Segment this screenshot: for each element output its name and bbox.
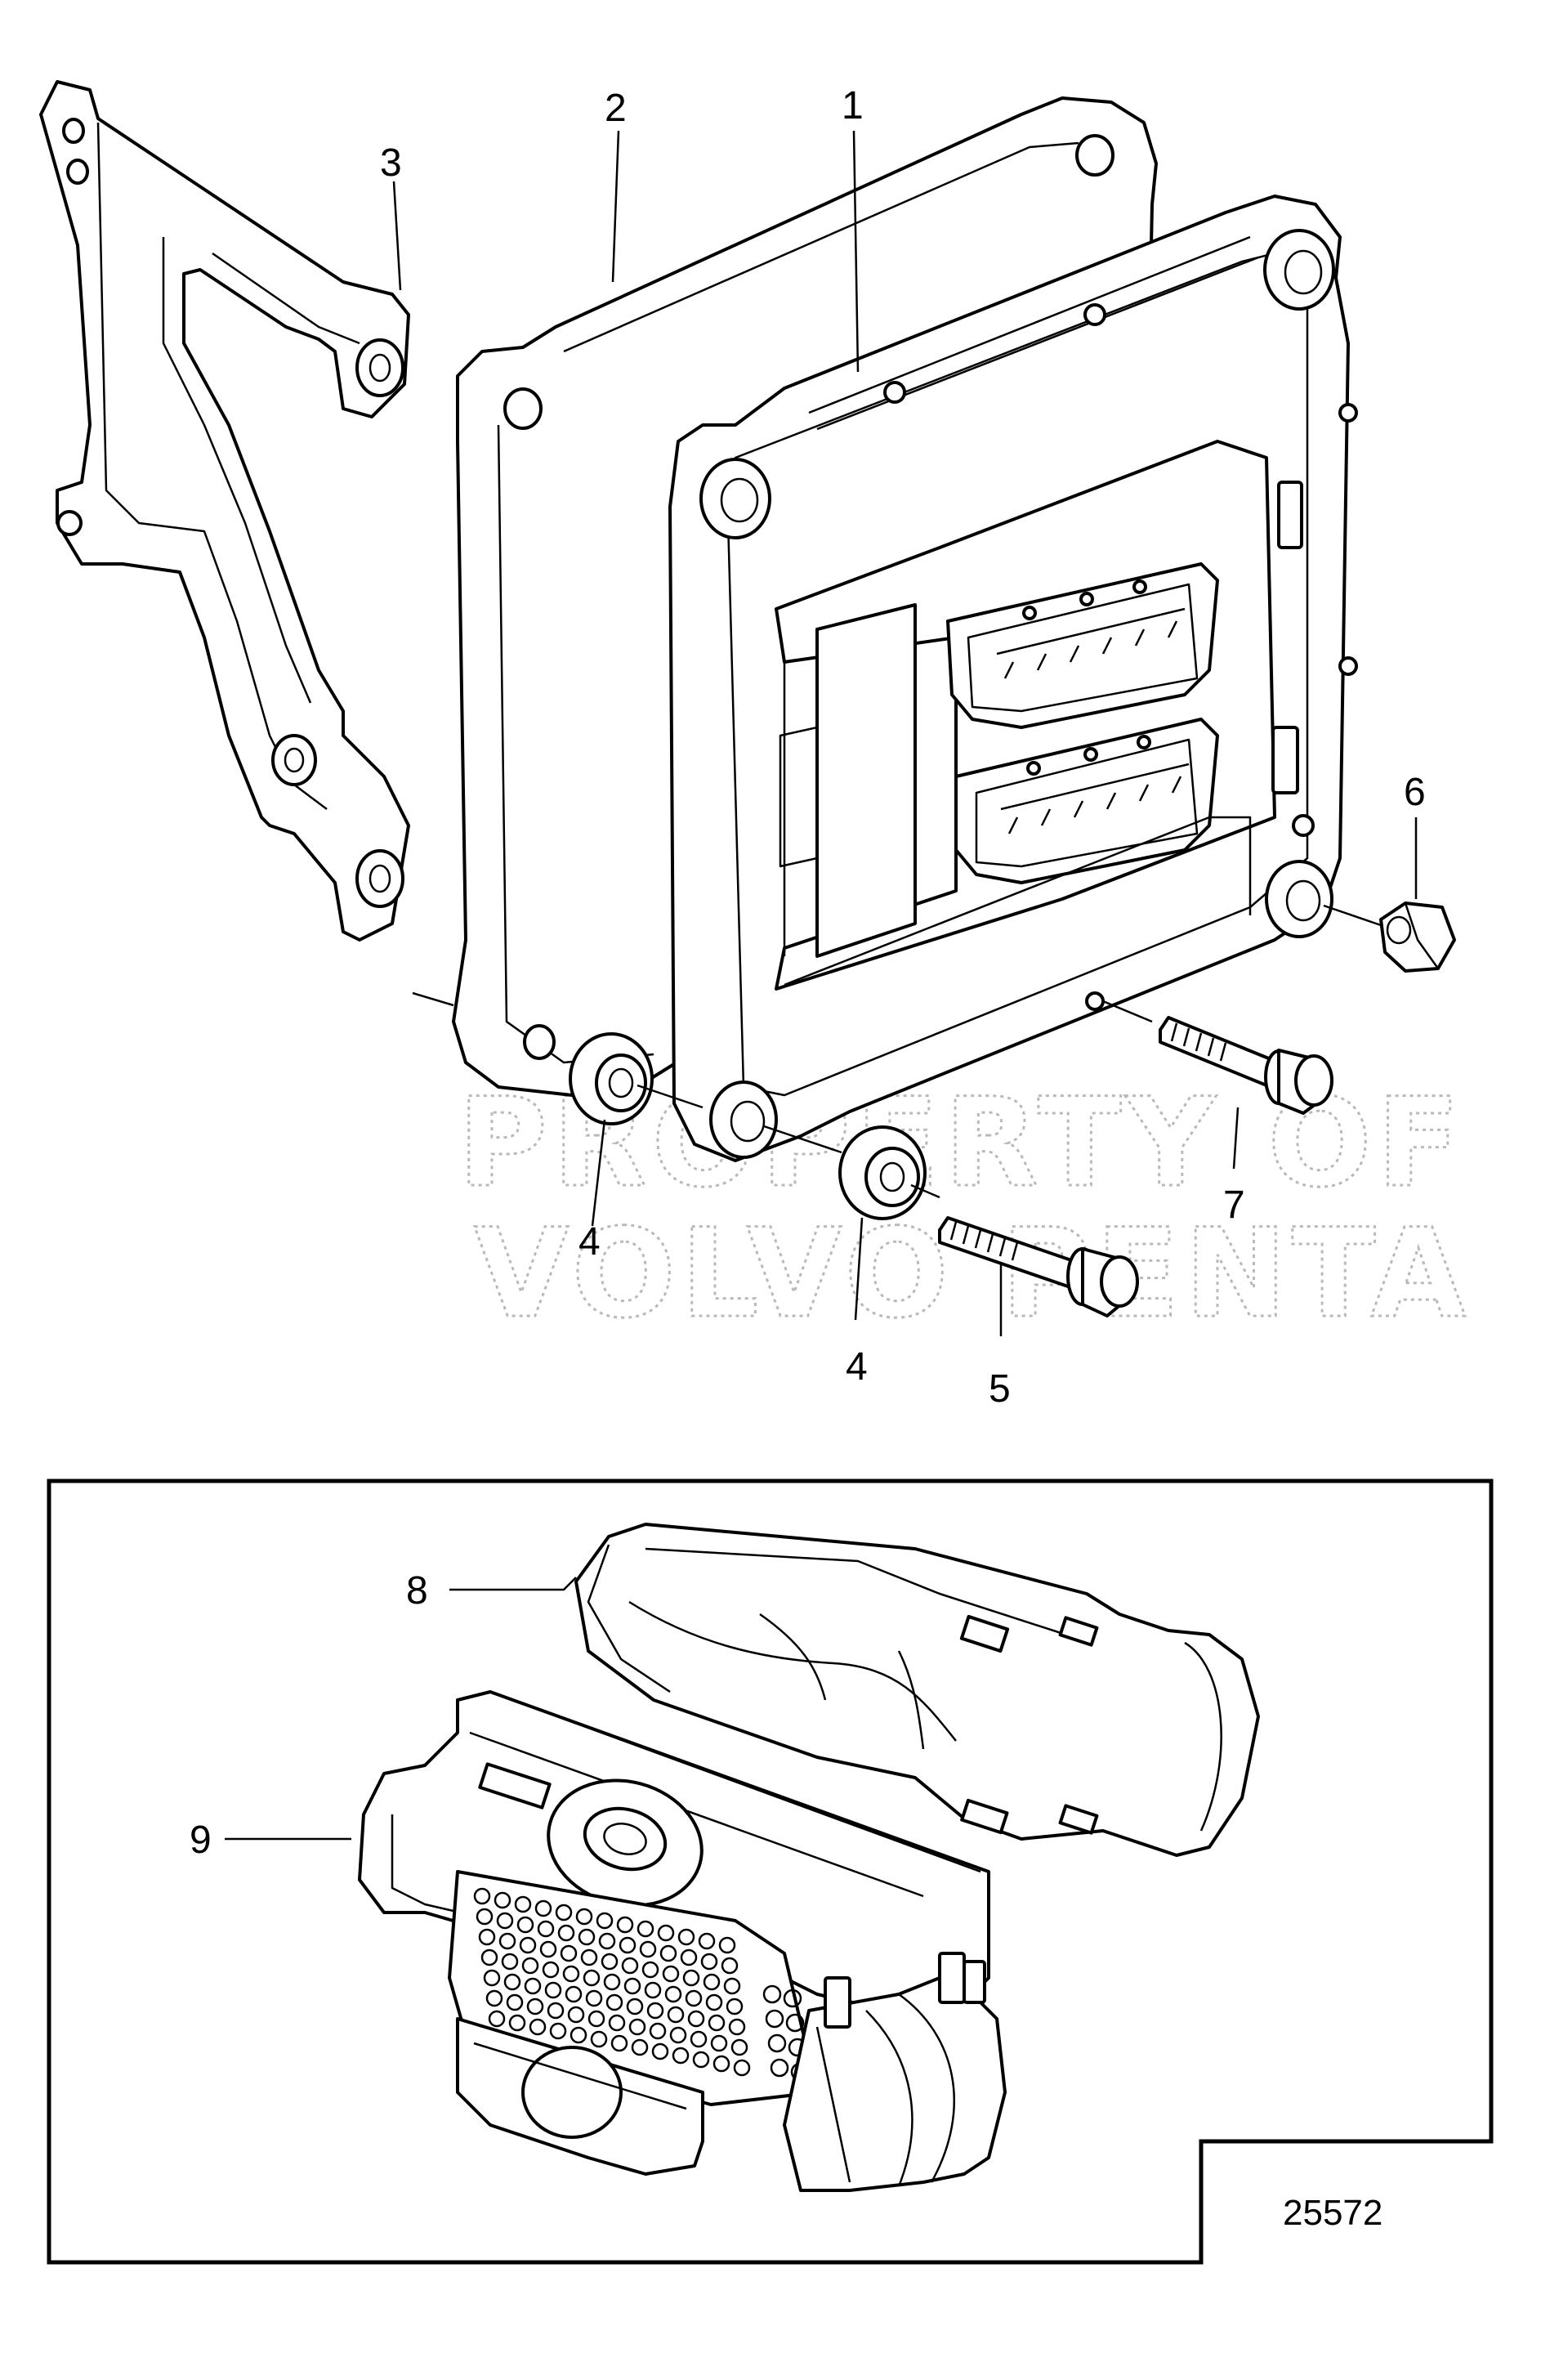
- part-9-connector-housing: [358, 1690, 1007, 2192]
- callout-6: 6: [1404, 771, 1426, 814]
- part-4-spacer-right: [838, 1125, 927, 1220]
- upper-connector-pins: [996, 607, 1186, 679]
- part-7-bolt: [1159, 1016, 1333, 1115]
- callout-2: 2: [605, 87, 627, 130]
- detail-inset-frame: [47, 1479, 1494, 2265]
- part-1-control-unit: [668, 195, 1358, 1162]
- part-8-connector-cover: [574, 1523, 1260, 1857]
- callout-4b: 4: [846, 1345, 868, 1389]
- pin-grid: [473, 1887, 751, 2077]
- part-4-spacer-left: [569, 1032, 654, 1125]
- lower-connector-pins: [1000, 763, 1190, 834]
- callout-8: 8: [406, 1569, 428, 1613]
- callout-1: 1: [842, 84, 864, 128]
- part-6-nut: [1379, 901, 1456, 973]
- callouts: 1 2 3 4 4 5 6 7 8 9: [190, 84, 1426, 1862]
- callout-5: 5: [989, 1367, 1011, 1411]
- callout-leaders: [225, 130, 1418, 1841]
- callout-7: 7: [1223, 1183, 1245, 1227]
- callout-4a: 4: [578, 1220, 601, 1264]
- part-5-bolt: [938, 1216, 1139, 1318]
- callout-9: 9: [190, 1819, 212, 1862]
- callout-3: 3: [380, 141, 402, 185]
- assembly-center-lines: [412, 904, 1382, 1199]
- figure-number: 25572: [1283, 2193, 1382, 2233]
- watermark-line-2: VOLVO PENTA: [474, 1203, 1471, 1345]
- part-3-mounting-bracket: [39, 80, 410, 942]
